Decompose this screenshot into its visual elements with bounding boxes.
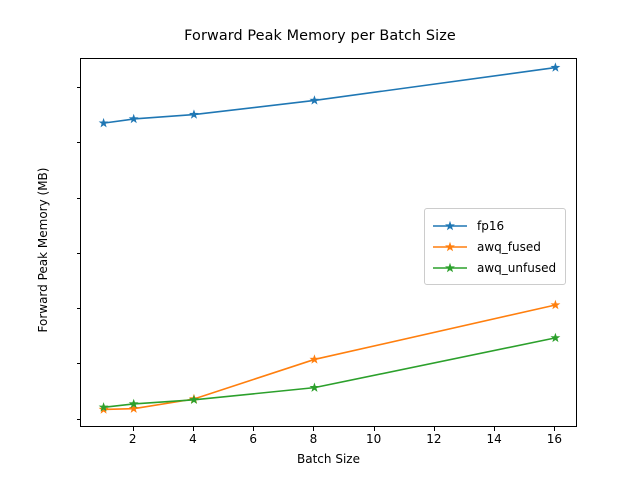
legend-item-awq_unfused: awq_unfused bbox=[432, 257, 556, 278]
series-marker bbox=[309, 95, 320, 105]
x-tick-mark bbox=[554, 427, 556, 431]
series-marker bbox=[189, 394, 199, 405]
y-tick-mark bbox=[76, 142, 80, 144]
series-marker bbox=[98, 402, 109, 412]
chart-title: Forward Peak Memory per Batch Size bbox=[184, 28, 456, 44]
series-line bbox=[103, 337, 556, 409]
series-marker bbox=[128, 398, 139, 409]
series-line bbox=[103, 66, 556, 124]
x-tick-mark bbox=[373, 427, 375, 431]
x-tick-mark bbox=[132, 427, 134, 431]
series-marker bbox=[128, 113, 139, 124]
x-tick-mark bbox=[313, 427, 315, 431]
y-tick-mark bbox=[76, 363, 80, 365]
y-axis-label: Forward Peak Memory (MB) bbox=[36, 167, 50, 333]
x-tick-mark bbox=[494, 427, 496, 431]
x-tick-label: 6 bbox=[249, 432, 257, 446]
x-axis-label: Batch Size bbox=[297, 452, 360, 466]
plot-area bbox=[80, 58, 577, 427]
legend: fp16 awq_fused awq_unfused bbox=[424, 208, 567, 285]
x-tick-label: 2 bbox=[128, 432, 137, 446]
series-awq_unfused bbox=[98, 332, 561, 412]
y-tick-mark bbox=[76, 252, 80, 254]
y-tick-mark bbox=[76, 308, 80, 310]
x-tick-label: 10 bbox=[366, 432, 382, 446]
series-line bbox=[103, 304, 556, 411]
series-marker bbox=[309, 382, 320, 392]
x-tick-label: 16 bbox=[546, 432, 563, 446]
x-tick-mark bbox=[433, 427, 435, 431]
x-tick-label: 12 bbox=[426, 432, 442, 446]
legend-item-awq_fused: awq_fused bbox=[432, 236, 556, 257]
series-marker bbox=[550, 62, 561, 72]
y-tick-mark bbox=[76, 197, 80, 199]
x-tick-label: 4 bbox=[189, 432, 197, 446]
series-fp16 bbox=[98, 62, 561, 128]
legend-item-fp16: fp16 bbox=[432, 215, 556, 236]
series-marker bbox=[128, 403, 139, 413]
series-marker bbox=[309, 354, 320, 364]
series-canvas bbox=[98, 62, 561, 414]
legend-swatch bbox=[433, 262, 467, 272]
series-marker bbox=[189, 109, 199, 119]
legend-swatch bbox=[433, 241, 467, 251]
legend-label: awq_unfused bbox=[477, 260, 557, 275]
x-tick-label: 14 bbox=[486, 432, 502, 446]
y-tick-mark bbox=[76, 418, 80, 420]
x-tick-mark bbox=[192, 427, 194, 431]
series-awq_fused bbox=[98, 299, 561, 414]
series-marker bbox=[550, 299, 561, 310]
x-tick-mark bbox=[253, 427, 255, 431]
x-tick-label: 8 bbox=[309, 432, 318, 446]
y-tick-mark bbox=[76, 87, 80, 89]
legend-label: fp16 bbox=[477, 218, 505, 233]
series-marker bbox=[550, 332, 561, 343]
legend-label: awq_fused bbox=[477, 239, 541, 254]
series-marker bbox=[98, 117, 109, 128]
legend-swatch bbox=[433, 220, 467, 230]
